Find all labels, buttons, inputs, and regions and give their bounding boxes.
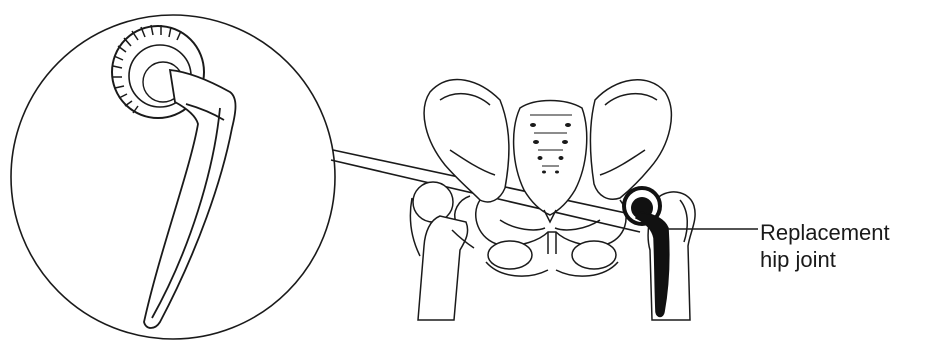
right-obturator	[572, 241, 616, 269]
left-femur	[410, 182, 474, 320]
magnified-implant-view	[11, 15, 335, 339]
right-ilium	[590, 80, 671, 199]
left-femoral-head	[413, 182, 453, 222]
label-line-2: hip joint	[760, 246, 945, 273]
left-obturator	[488, 241, 532, 269]
sacrum	[514, 101, 587, 216]
replacement-hip-joint-label: Replacement hip joint	[760, 219, 945, 273]
label-line-1: Replacement	[760, 219, 945, 246]
